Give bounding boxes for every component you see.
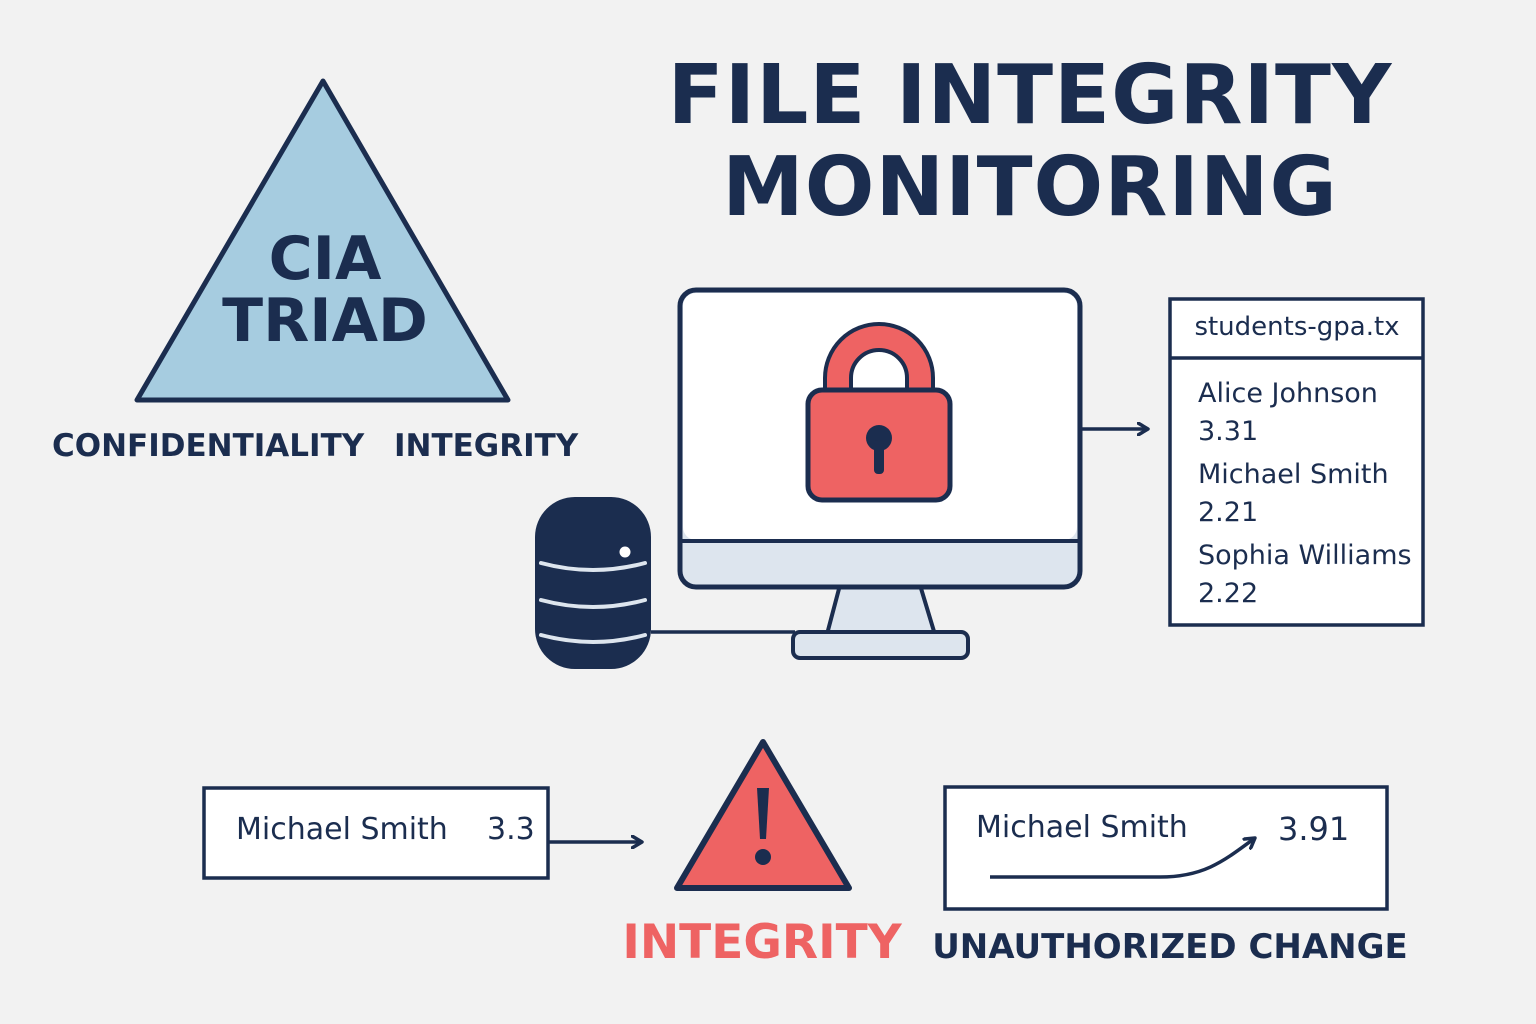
- change-arrow: [990, 838, 1255, 879]
- record-gpa: 2.21: [1198, 497, 1259, 528]
- after-record-box: [943, 785, 1389, 911]
- cia-triad-label: CIA TRIAD: [210, 228, 440, 352]
- alert-label: INTEGRITY: [622, 915, 902, 970]
- confidentiality-label: CONFIDENTIALITY: [52, 428, 365, 464]
- record-name: Michael Smith: [1198, 459, 1389, 490]
- title-line-1: FILE INTEGRITY: [667, 48, 1393, 143]
- record-gpa: 3.31: [1198, 416, 1259, 447]
- file-name: students-gpa.tx: [1194, 312, 1400, 342]
- record-gpa: 2.22: [1198, 578, 1259, 609]
- after-name: Michael Smith: [976, 810, 1188, 845]
- before-record-box: [202, 786, 550, 880]
- integrity-label: INTEGRITY: [394, 428, 579, 464]
- before-name: Michael Smith: [236, 812, 448, 847]
- file-card: [1168, 297, 1425, 627]
- triad-line-2: TRIAD: [222, 286, 428, 356]
- before-gpa: 3.3: [487, 812, 535, 847]
- after-gpa: 3.91: [1278, 810, 1350, 848]
- lock-icon: [805, 322, 953, 503]
- database-icon: [535, 497, 651, 669]
- title-line-2: MONITORING: [722, 140, 1338, 235]
- cia-triangle: [134, 78, 511, 403]
- unauthorized-change-label: UNAUTHORIZED CHANGE: [932, 927, 1408, 967]
- warning-icon: [674, 739, 852, 891]
- record-name: Alice Johnson: [1198, 378, 1378, 409]
- page-title: FILE INTEGRITY MONITORING: [650, 50, 1410, 234]
- triad-line-1: CIA: [268, 224, 382, 294]
- record-name: Sophia Williams: [1198, 540, 1412, 571]
